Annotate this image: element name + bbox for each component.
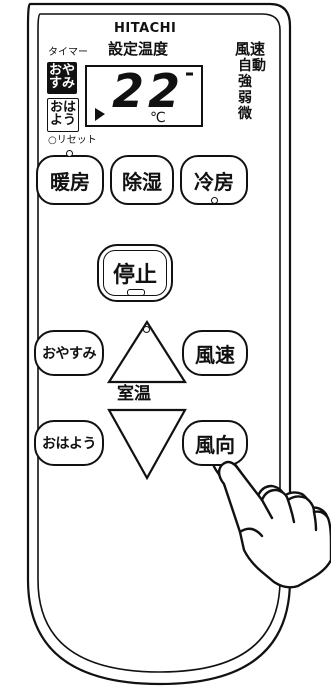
stop-button-indicator (127, 289, 145, 296)
fan-mode-strong: 強 (238, 74, 252, 90)
lcd-temperature-unit: ℃ (150, 110, 166, 126)
ohayou-indicator: おは よう (47, 98, 79, 132)
fan-speed-header: 風速 (235, 40, 266, 58)
wind-direction-button[interactable]: 風向 (182, 420, 248, 466)
cooling-button-marker (211, 197, 218, 204)
ohayou-indicator-line1: おは (49, 100, 76, 115)
dehumidify-button[interactable]: 除湿 (110, 155, 174, 205)
fan-mode-auto: 自動 (238, 58, 266, 74)
temp-up-marker (143, 326, 150, 333)
cooling-button[interactable]: 冷房 (180, 155, 248, 205)
lcd-temperature-digits: 22 (112, 64, 185, 118)
lcd-pointer-triangle (95, 108, 105, 121)
fan-speed-button[interactable]: 風速 (182, 330, 248, 376)
room-temp-label: 室温 (115, 384, 153, 404)
set-temperature-label: 設定温度 (108, 40, 169, 58)
temp-down-button[interactable] (109, 410, 185, 476)
heating-button[interactable]: 暖房 (36, 155, 104, 205)
remote-inner-outline (37, 13, 281, 673)
oyasumi-indicator: おや すみ (47, 62, 77, 94)
ohayou-button[interactable]: おはよう (34, 420, 104, 466)
fan-mode-minimum: 微 (238, 106, 252, 122)
stop-button-label: 停止 (112, 263, 157, 288)
brand-logo: HITACHI (114, 21, 177, 36)
oyasumi-indicator-line1: おや (48, 63, 75, 78)
heating-button-marker (66, 150, 73, 157)
reset-label: ○リセット (48, 135, 97, 146)
fan-mode-weak: 弱 (238, 90, 252, 106)
oyasumi-button[interactable]: おやすみ (34, 330, 104, 376)
ohayou-indicator-line2: よう (49, 113, 76, 128)
temp-up-triangle (107, 319, 187, 384)
timer-label: タイマー (48, 47, 88, 58)
temp-down-triangle (107, 408, 187, 481)
lcd-frame (85, 65, 203, 127)
oyasumi-indicator-line2: すみ (48, 76, 75, 91)
